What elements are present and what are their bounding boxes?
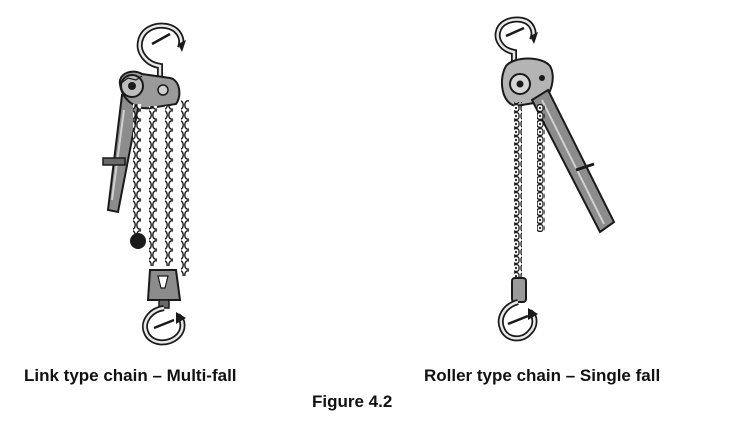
load-chain-3 (181, 100, 189, 276)
hoist-body (118, 70, 181, 110)
roller-chain-hoist (494, 16, 616, 342)
chain-end-ball (130, 233, 146, 249)
top-hook-icon (136, 22, 186, 80)
caption-roller-chain: Roller type chain – Single fall (424, 366, 661, 385)
link-chain-hoist (102, 22, 189, 346)
load-chain-2 (165, 106, 173, 266)
top-hook-icon (494, 16, 538, 64)
bottom-block (146, 269, 182, 309)
lever-handle (530, 88, 616, 234)
bottom-hook-icon (142, 305, 186, 346)
roller-chain-slack (537, 104, 545, 232)
bottom-block (511, 277, 527, 303)
lever-handle (102, 93, 142, 214)
hoist-illustrations (102, 16, 616, 346)
load-chain-1 (149, 106, 157, 266)
figure-label: Figure 4.2 (312, 392, 393, 411)
hand-chain-1 (133, 104, 141, 234)
hoist-body (500, 57, 554, 108)
roller-chain-load (514, 102, 522, 278)
caption-link-chain: Link type chain – Multi-fall (24, 366, 237, 385)
bottom-hook-icon (497, 299, 538, 342)
